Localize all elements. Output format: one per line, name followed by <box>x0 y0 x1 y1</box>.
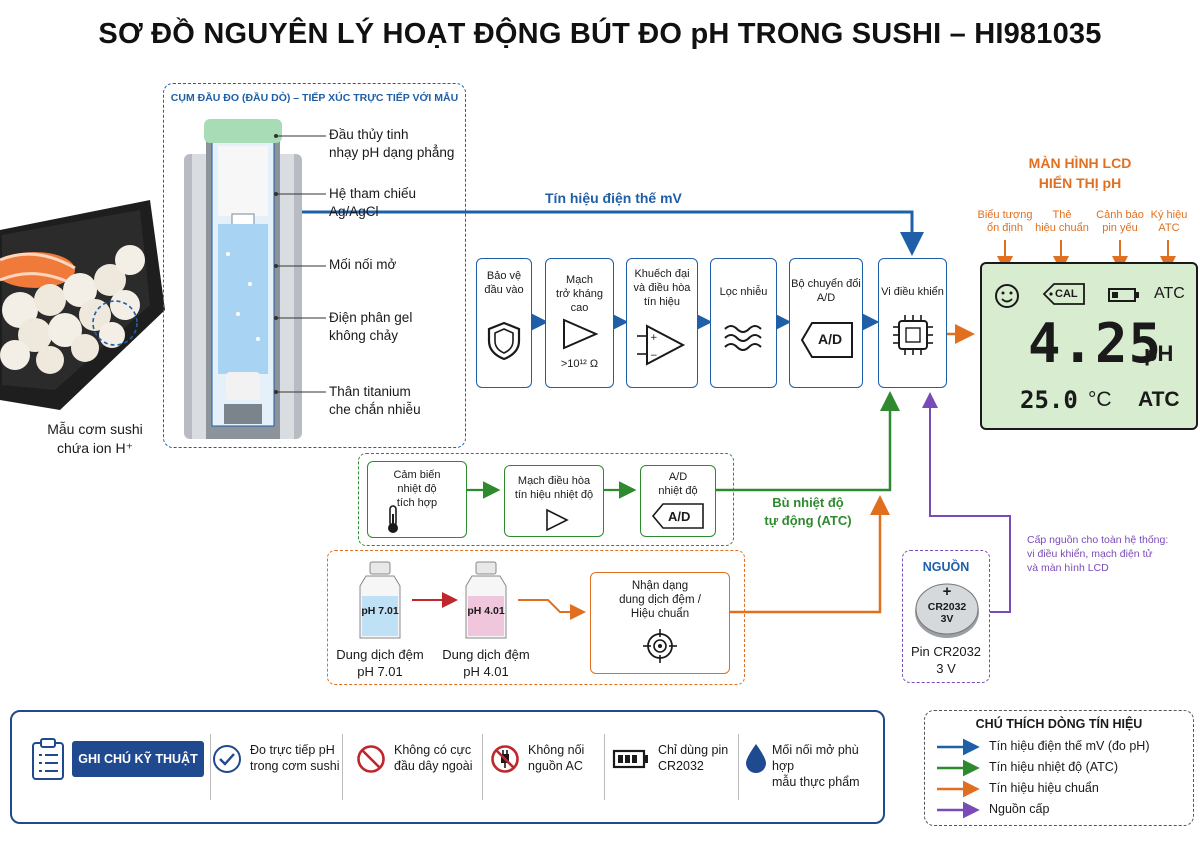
check-circle-icon <box>213 745 241 773</box>
svg-text:−: − <box>650 351 658 361</box>
legend-header: CHÚ THÍCH DÒNG TÍN HIỆU <box>975 717 1143 731</box>
legend-item-temperature: Tín hiệu nhiệt độ (ATC) <box>989 760 1118 774</box>
legend-item-calibration: Tín hiệu hiệu chuẩn <box>989 781 1099 795</box>
lcd-screen: CAL ATC 4.25 pH 25.0 °C ATC <box>980 262 1198 430</box>
mv-signal-line <box>265 210 924 256</box>
probe-leader-lines <box>274 134 326 394</box>
sample-caption: Mẫu cơm sushi chứa ion H⁺ <box>47 421 143 456</box>
ph-reading: 4.25 <box>1028 312 1163 375</box>
legend-item-mv: Tín hiệu điện thế mV (đo pH) <box>989 739 1150 753</box>
diagram-title: SƠ ĐỒ NGUYÊN LÝ HOẠT ĐỘNG BÚT ĐO pH TRON… <box>98 18 1102 50</box>
power-note: Cấp nguồn cho toàn hệ thống:vi điều khiể… <box>1027 534 1169 574</box>
amplifier-icon <box>546 508 569 532</box>
buffer-bottle-401 <box>465 561 507 639</box>
power-panel <box>902 550 990 683</box>
op-amp-icon: + − <box>637 324 686 366</box>
low-battery-icon <box>1108 288 1139 302</box>
ad-converter-text: A/D <box>818 331 843 347</box>
bottle-401-label: pH 4.01 <box>467 605 505 617</box>
impedance-value: >10¹² Ω <box>560 358 599 370</box>
filter-wave-icon <box>724 325 762 351</box>
thermometer-icon <box>388 505 398 533</box>
signal-legend: CHÚ THÍCH DÒNG TÍN HIỆU Tín hiệu điện th… <box>924 710 1194 826</box>
temperature-reading: 25.0 <box>1020 386 1078 414</box>
temperature-unit: °C <box>1088 388 1112 411</box>
probe-part-open-junction: Mối nối mở <box>329 257 397 272</box>
block-noise-filter: Lọc nhiễu <box>710 258 777 388</box>
cal-tag-icon <box>1042 283 1085 305</box>
cal-tag-text: CAL <box>1055 288 1078 300</box>
calibration-signal-line <box>728 495 890 614</box>
temp-ad-text: A/D <box>668 509 691 524</box>
lcd-atc-top: ATC <box>1154 285 1185 302</box>
battery-icon <box>612 749 648 769</box>
power-header: NGUỒN <box>922 560 970 574</box>
probe-assembly-panel: CỤM ĐẦU ĐO (ĐẦU DÒ) – TIẾP XÚC TRỰC TIẾP… <box>163 83 466 448</box>
chip-icon <box>893 315 933 355</box>
probe-panel-header: CỤM ĐẦU ĐO (ĐẦU DÒ) – TIẾP XÚC TRỰC TIẾP… <box>170 92 459 104</box>
power-line <box>922 392 1011 613</box>
smiley-stability-icon <box>995 284 1019 308</box>
drop-icon <box>746 744 766 773</box>
lcd-atc-bottom: ATC <box>1138 388 1180 411</box>
clipboard-icon <box>32 738 64 780</box>
bottle-701-label: pH 7.01 <box>361 605 399 617</box>
notes-header: GHI CHÚ KỸ THUẬT <box>72 741 204 777</box>
ad-converter-icon <box>800 322 853 358</box>
ad-converter-icon <box>651 503 704 529</box>
buffer-to-ident-arrow <box>518 599 586 620</box>
legend-swatches <box>937 738 980 819</box>
svg-text:+: + <box>650 333 658 343</box>
legend-item-power: Nguồn cấp <box>989 802 1050 816</box>
ph-unit: pH <box>1144 341 1174 366</box>
no-plug-icon <box>491 745 519 773</box>
amplifier-icon <box>563 318 599 350</box>
battery-volt: 3V <box>940 613 954 625</box>
calibration-panel <box>327 550 745 685</box>
shield-icon <box>487 321 521 361</box>
battery-model: CR2032 <box>927 601 967 613</box>
block-microcontroller: Vi điều khiển <box>878 258 947 388</box>
mv-signal-label: Tín hiệu điện thế mV <box>545 190 682 206</box>
buffer-bottle-701 <box>359 561 401 639</box>
atc-signal-line <box>716 391 900 492</box>
coin-battery-icon <box>915 583 979 638</box>
no-symbol-icon <box>357 745 385 773</box>
target-icon <box>643 629 677 663</box>
battery-plus: + <box>942 583 952 600</box>
sushi-sample-illustration <box>0 190 170 420</box>
temperature-panel <box>358 453 734 546</box>
